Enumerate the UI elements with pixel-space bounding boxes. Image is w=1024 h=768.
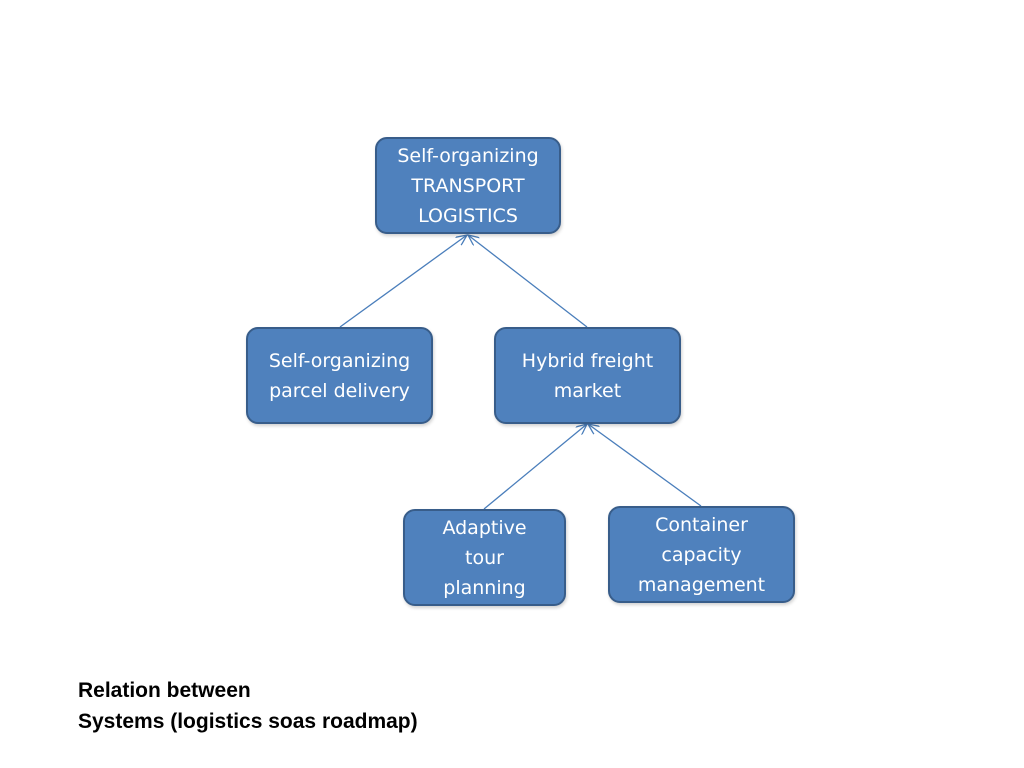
node-hybrid-freight-market: Hybrid freight market	[494, 327, 681, 424]
caption: Relation between Systems (logistics soas…	[78, 675, 418, 737]
node-container-capacity-management: Container capacity management	[608, 506, 795, 603]
node-adaptive-tour-planning: Adaptive tour planning	[403, 509, 566, 606]
connector-freight-to-top	[468, 235, 588, 328]
connector-container-to-freight	[588, 424, 702, 507]
node-transport-logistics: Self-organizing TRANSPORT LOGISTICS	[375, 137, 561, 234]
node-parcel-delivery: Self-organizing parcel delivery	[246, 327, 433, 424]
caption-line-2: Systems (logistics soas roadmap)	[78, 710, 418, 733]
caption-line-1: Relation between	[78, 679, 251, 702]
connector-tour-to-freight	[483, 424, 587, 510]
connector-parcel-to-top	[339, 235, 467, 328]
